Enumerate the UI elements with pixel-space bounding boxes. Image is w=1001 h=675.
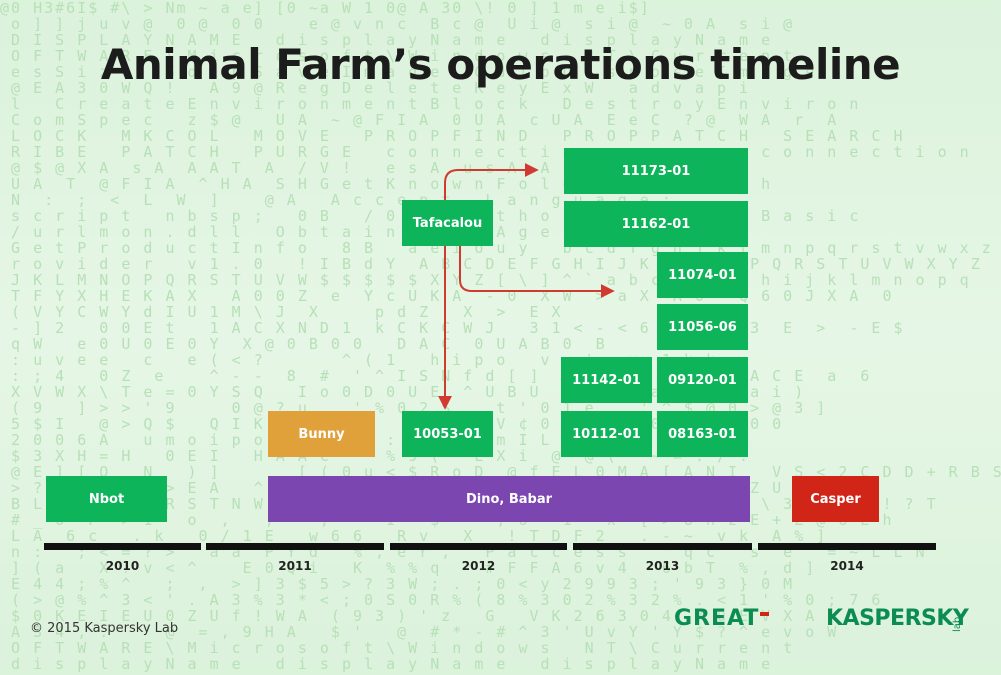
timeline-segment-2014 (758, 543, 936, 550)
box-dino-babar: Dino, Babar (268, 476, 750, 522)
timeline-segment-2012 (390, 543, 567, 550)
timeline-segment-2013 (573, 543, 752, 550)
year-label-2014: 2014 (830, 559, 864, 573)
box-nbot: Nbot (46, 476, 167, 522)
arrow-to-11074 (459, 246, 615, 298)
great-logo-accent (760, 612, 769, 616)
box-10053-01: 10053-01 (402, 411, 493, 457)
box-11074-01: 11074-01 (657, 252, 748, 298)
box-10112-01: 10112-01 (561, 411, 652, 457)
page-title: Animal Farm’s operations timeline (100, 40, 901, 89)
box-08163-01: 08163-01 (657, 411, 748, 457)
kaspersky-lab-mark: lab (952, 616, 963, 632)
box-casper: Casper (792, 476, 879, 522)
box-tafacalou: Tafacalou (402, 200, 493, 246)
copyright-notice: © 2015 Kaspersky Lab (30, 621, 179, 636)
box-09120-01: 09120-01 (657, 357, 748, 403)
year-label-2010: 2010 (105, 559, 140, 573)
arrow-to-11173 (444, 163, 539, 205)
timeline-segment-2011 (206, 543, 384, 550)
box-11142-01: 11142-01 (561, 357, 652, 403)
year-label-2011: 2011 (278, 559, 312, 573)
year-label-2012: 2012 (461, 559, 496, 573)
box-bunny: Bunny (268, 411, 375, 457)
box-11173-01: 11173-01 (564, 148, 748, 194)
year-label-2013: 2013 (645, 559, 680, 573)
timeline-segment-2010 (44, 543, 201, 550)
kaspersky-logo: KASPERSKY (826, 606, 969, 631)
great-logo: GREAT (674, 606, 760, 631)
box-11162-01: 11162-01 (564, 201, 748, 247)
box-11056-06: 11056-06 (657, 304, 748, 350)
